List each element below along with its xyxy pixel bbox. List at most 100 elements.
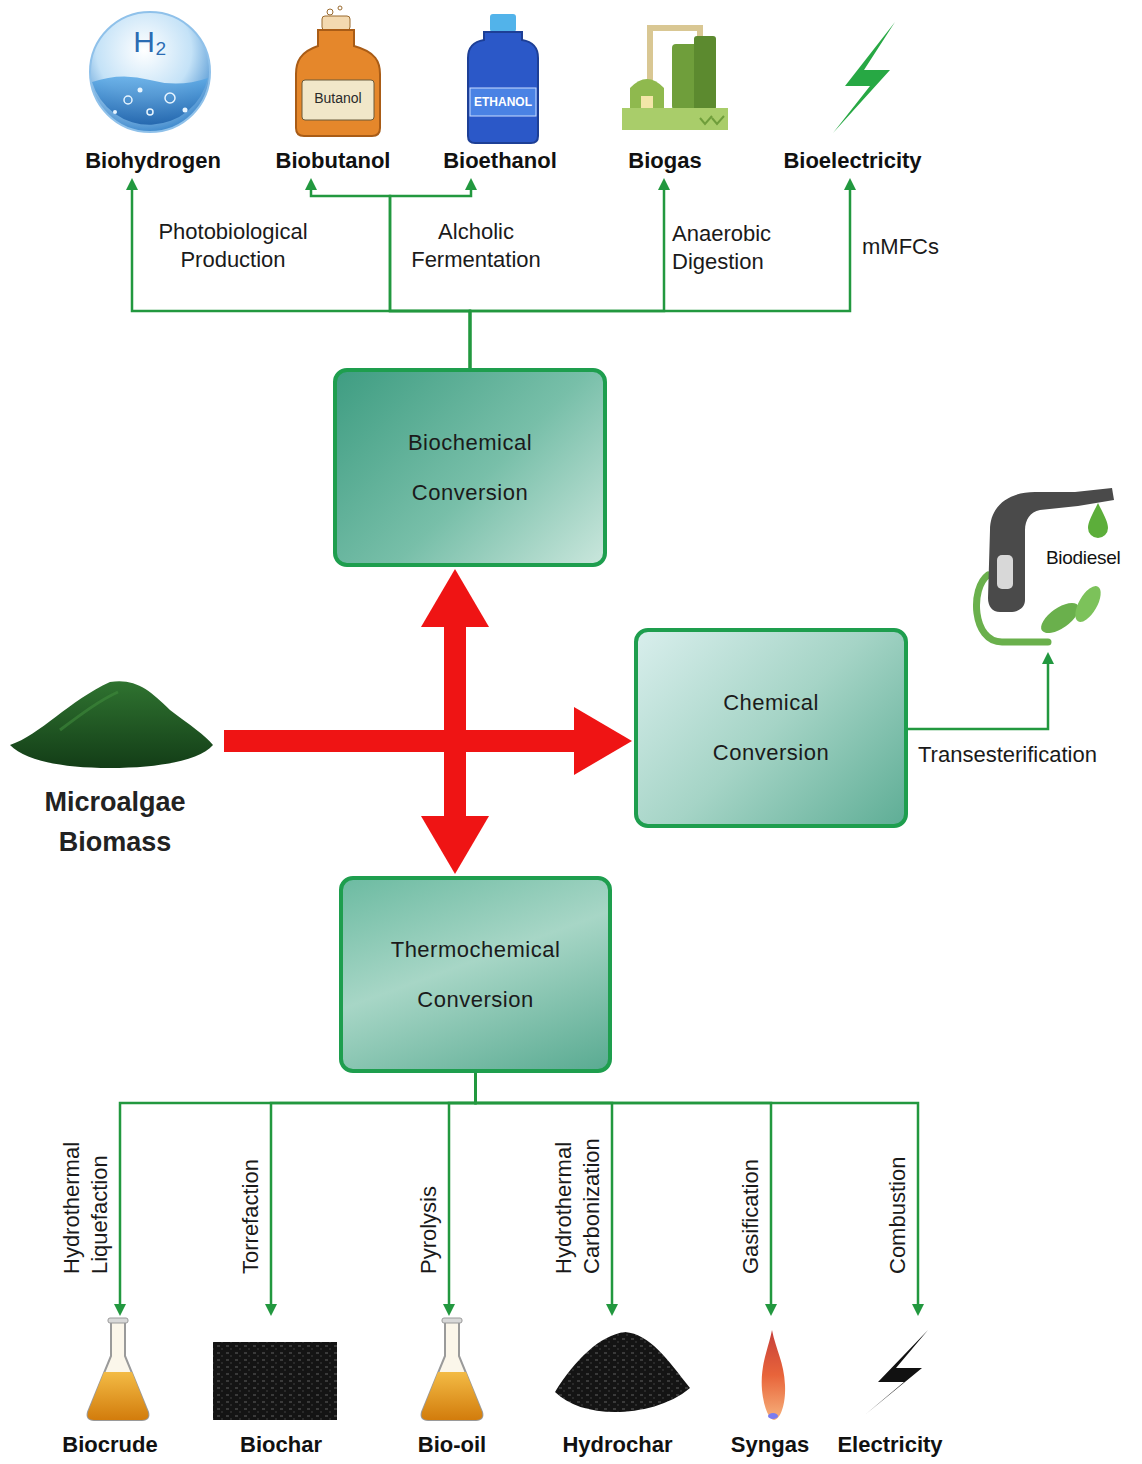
biogas-plant-icon [622,108,728,130]
conversion-arrow [470,190,850,368]
conversion-box: Chemical Conversion [634,628,908,828]
product-label: Biocrude [62,1432,157,1458]
biodiesel-pump-node: Biodiesel [964,488,1140,650]
biocrude-flask-icon [88,1318,149,1420]
conversion-arrow [449,1073,476,1304]
conversion-arrow [390,190,471,368]
product-node: Biogas [604,10,726,176]
edge-label: Combustion [884,1114,912,1274]
edge-label: Anaerobic Digestion [672,220,812,276]
syngas-flame-icon [768,1413,778,1419]
product-label: Biobutanol [276,148,391,174]
fuel-pump-icon [997,555,1013,589]
biocrude-flask-icon [88,1318,149,1420]
hydrochar-pile-icon [555,1332,690,1412]
product-node: Electricity [828,1318,952,1460]
microalgae-pile-icon [60,692,118,730]
edge-label: Hydrothermal Carbonization [550,1114,606,1274]
ethanol-bottle-icon [490,14,516,32]
conversion-arrow [908,664,1048,729]
lightning-bolt-icon [833,22,895,133]
box-label: Thermochemical Conversion [386,925,566,1025]
edge-label: Pyrolysis [415,1114,443,1274]
fuel-pump-icon [1088,503,1108,538]
formula-label: H₂ [115,24,185,60]
conversion-arrow [311,190,470,368]
hydrogen-sphere-icon [165,93,175,103]
main-flow-arrow [224,627,455,741]
butanol-bottle-icon [296,30,380,136]
product-label: Electricity [837,1432,942,1458]
hydrogen-sphere-icon [90,12,210,132]
main-flow-arrow [224,741,455,816]
bio-oil-flask-icon [422,1318,483,1420]
conversion-box: Thermochemical Conversion [339,876,612,1073]
edge-label: Transesterification [918,741,1133,769]
ethanol-bottle-icon [468,14,538,143]
biogas-plant-icon [694,36,716,110]
product-label: Bioelectricity [783,148,921,174]
hydrogen-sphere-icon [90,12,210,132]
ethanol-bottle-icon [468,32,538,143]
product-label: Bioethanol [443,148,557,174]
conversion-arrow [132,190,470,368]
hydrogen-sphere-icon [124,96,132,104]
hydrochar-pile-icon [555,1332,690,1412]
hydrogen-sphere-icon [147,109,153,115]
butanol-bottle-icon [327,9,333,15]
product-node: Bioethanol [430,10,570,176]
edge-label: Alcholic Fermentation [396,218,556,274]
biogas-plant-icon [630,79,664,112]
butanol-bottle-icon [296,6,380,136]
bio-oil-flask-icon [422,1318,483,1420]
edge-label: Hydrothermal Liquefaction [58,1114,114,1274]
product-label: Biochar [240,1432,322,1458]
product-label: Hydrochar [562,1432,672,1458]
biogas-plant-icon [700,116,724,124]
product-node: Biocrude [50,1318,170,1460]
butanol-bottle-icon [302,80,374,120]
product-label: Biodiesel [1046,546,1140,570]
bottle-label: Butanol [302,90,374,107]
edge-label: Photobiological Production [138,218,328,274]
electricity-bolt-icon [866,1330,928,1414]
box-label: Biochemical Conversion [380,418,560,518]
source-label: Microalgae Biomass [15,782,215,862]
butanol-bottle-icon [338,6,342,10]
butanol-bottle-icon [322,16,350,30]
lightning-bolt-icon [833,22,895,133]
product-label: Biohydrogen [85,148,221,174]
product-node: Hydrochar [545,1318,690,1460]
edge-label: Gasification [737,1114,765,1274]
biochar-icon [213,1342,337,1420]
conversion-box: Biochemical Conversion [333,368,607,567]
conversion-arrow [476,1073,772,1304]
syngas-flame-icon [762,1330,785,1420]
hydrogen-sphere-icon [138,88,143,93]
conversion-arrow [476,1073,613,1304]
ethanol-bottle-icon [470,88,536,116]
biogas-plant-icon [622,28,728,130]
microalgae-pile-icon [10,681,213,768]
product-label: Bio-oil [418,1432,486,1458]
conversion-arrow [476,1073,919,1304]
hydrogen-sphere-icon [92,76,208,124]
product-node: Biochar [212,1318,350,1460]
box-label: Chemical Conversion [681,678,861,778]
electricity-bolt-icon [866,1330,928,1414]
product-label: Syngas [731,1432,809,1458]
conversion-arrow [470,190,664,368]
product-node: Syngas [722,1318,818,1460]
product-node: Bio-oil [396,1318,508,1460]
bottle-label: ETHANOL [470,95,536,109]
conversion-arrow [271,1073,476,1304]
syngas-flame-icon [762,1330,785,1420]
biochar-icon [213,1342,337,1420]
fuel-pump-icon [1070,582,1106,626]
product-node: Bioelectricity [770,10,935,176]
biomass-source-node: Microalgae Biomass [6,676,224,862]
hydrogen-sphere-icon [113,110,117,114]
product-label: Biogas [628,148,701,174]
conversion-arrow [120,1073,476,1304]
